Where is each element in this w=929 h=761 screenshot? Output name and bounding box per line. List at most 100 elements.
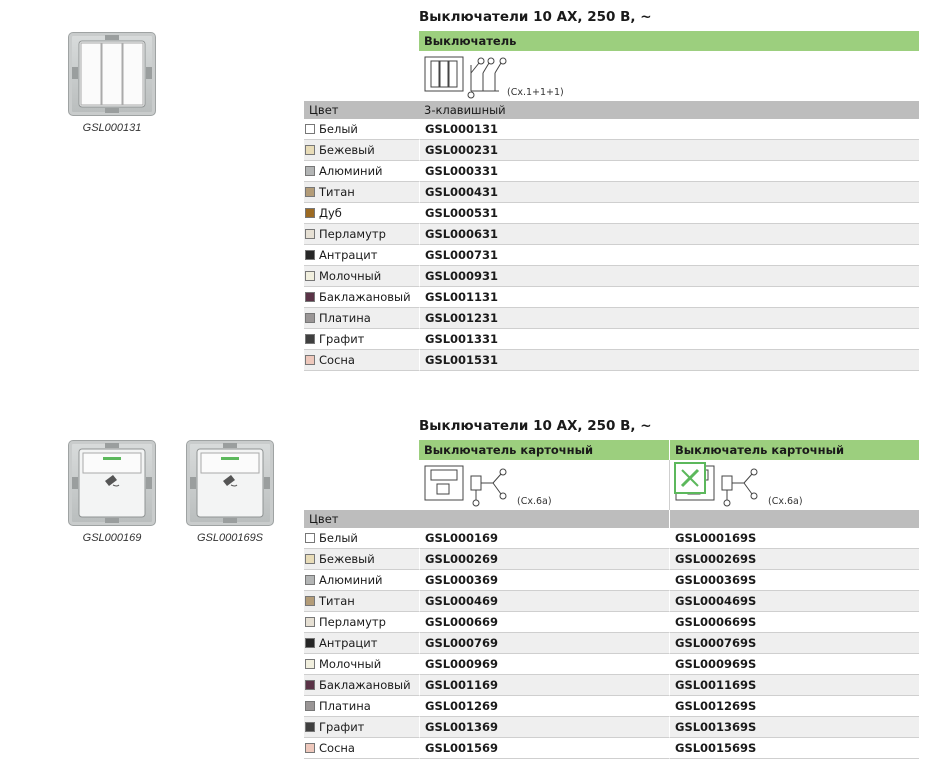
color-swatch (305, 271, 315, 281)
color-cell: Графит (304, 329, 419, 350)
product-code: GSL000669S (669, 612, 919, 633)
empty-corner (304, 51, 419, 101)
type-label: 3-клавишный (419, 101, 919, 119)
type-label-empty (669, 510, 919, 528)
color-swatch (305, 701, 315, 711)
color-swatch (305, 187, 315, 197)
color-cell: Бежевый (304, 549, 419, 570)
color-swatch (305, 355, 315, 365)
color-cell: Платина (304, 696, 419, 717)
wiring-diagram-cell: (Сх.6а) (419, 460, 669, 510)
color-swatch (305, 554, 315, 564)
color-cell: Антрацит (304, 633, 419, 654)
scheme-ref: (Сх.6а) (768, 496, 803, 507)
color-swatch (305, 166, 315, 176)
product-code: GSL000369S (669, 570, 919, 591)
color-cell: Баклажановый (304, 675, 419, 696)
color-cell: Перламутр (304, 224, 419, 245)
color-cell: Платина (304, 308, 419, 329)
color-cell: Титан (304, 591, 419, 612)
product-code: GSL000431 (419, 182, 919, 203)
product-code: GSL000669 (419, 612, 669, 633)
wiring-diagram-icon (424, 56, 507, 99)
empty-corner (304, 460, 419, 510)
color-cell: Антрацит (304, 245, 419, 266)
product-code: GSL001269S (669, 696, 919, 717)
color-label: Цвет (304, 510, 419, 528)
color-cell: Белый (304, 528, 419, 549)
color-name: Алюминий (319, 573, 383, 587)
product-caption: GSL000131 (82, 122, 142, 134)
product-caption: GSL000169 (82, 532, 142, 544)
color-cell: Алюминий (304, 570, 419, 591)
color-swatch (305, 533, 315, 543)
product-code: GSL001269 (419, 696, 669, 717)
color-name: Молочный (319, 657, 382, 671)
product-code: GSL001331 (419, 329, 919, 350)
product-image-card-switch: GSL000169 (68, 440, 156, 544)
section-title: Выключатели 10 АХ, 250 В, ~ (419, 9, 652, 25)
type-label-empty (419, 510, 669, 528)
product-code: GSL000931 (419, 266, 919, 287)
product-code: GSL001369S (669, 717, 919, 738)
color-swatch (305, 596, 315, 606)
product-code: GSL000369 (419, 570, 669, 591)
color-cell: Дуб (304, 203, 419, 224)
product-code: GSL000169 (419, 528, 669, 549)
product-code: GSL000731 (419, 245, 919, 266)
product-code: GSL001531 (419, 350, 919, 371)
color-swatch (305, 250, 315, 260)
section-3gang-switches: Выключатели 10 АХ, 250 В, ~ Выключатель (304, 9, 919, 371)
color-swatch (305, 659, 315, 669)
product-code: GSL000631 (419, 224, 919, 245)
product-code: GSL000969S (669, 654, 919, 675)
column-header-1: Выключатель карточный (419, 440, 669, 460)
color-name: Перламутр (319, 615, 386, 629)
product-code: GSL001169S (669, 675, 919, 696)
empty-corner (304, 440, 419, 460)
color-name: Платина (319, 311, 371, 325)
color-name: Алюминий (319, 164, 383, 178)
color-swatch (305, 722, 315, 732)
color-cell: Сосна (304, 350, 419, 371)
spec-table-2: Выключатель карточный Выключатель карточ… (304, 440, 919, 528)
product-code: GSL000469S (669, 591, 919, 612)
product-image-card-switch-s: GSL000169S (186, 440, 274, 544)
product-code: GSL000469 (419, 591, 669, 612)
wiring-diagram-cell: (Сх.6а) (669, 460, 919, 510)
color-name: Графит (319, 720, 365, 734)
product-code: GSL000269S (669, 549, 919, 570)
color-swatch (305, 145, 315, 155)
color-cell: Бежевый (304, 140, 419, 161)
color-cell: Алюминий (304, 161, 419, 182)
product-code: GSL001169 (419, 675, 669, 696)
color-swatch (305, 313, 315, 323)
color-name: Графит (319, 332, 365, 346)
color-swatch (305, 617, 315, 627)
color-name: Бежевый (319, 143, 375, 157)
scheme-ref: (Сх.1+1+1) (507, 87, 564, 98)
color-swatch (305, 208, 315, 218)
color-name: Сосна (319, 741, 355, 755)
screwless-terminal-icon (674, 462, 706, 494)
product-code: GSL000769 (419, 633, 669, 654)
color-cell: Перламутр (304, 612, 419, 633)
color-name: Баклажановый (319, 290, 411, 304)
product-code: GSL001569S (669, 738, 919, 759)
color-name: Антрацит (319, 636, 378, 650)
spec-table-1: Выключатель (Сх.1+1+1) Ц (304, 31, 919, 119)
product-image-3gang: GSL000131 (68, 32, 156, 134)
color-name: Антрацит (319, 248, 378, 262)
color-name: Сосна (319, 353, 355, 367)
switch-3gang-illustration (68, 32, 156, 116)
product-code: GSL001569 (419, 738, 669, 759)
scheme-ref: (Сх.6а) (517, 496, 552, 507)
color-swatch (305, 334, 315, 344)
color-swatch (305, 292, 315, 302)
color-cell: Молочный (304, 266, 419, 287)
product-code: GSL001369 (419, 717, 669, 738)
section-card-switches: Выключатели 10 АХ, 250 В, ~ Выключатель … (304, 418, 919, 759)
product-code: GSL000169S (669, 528, 919, 549)
